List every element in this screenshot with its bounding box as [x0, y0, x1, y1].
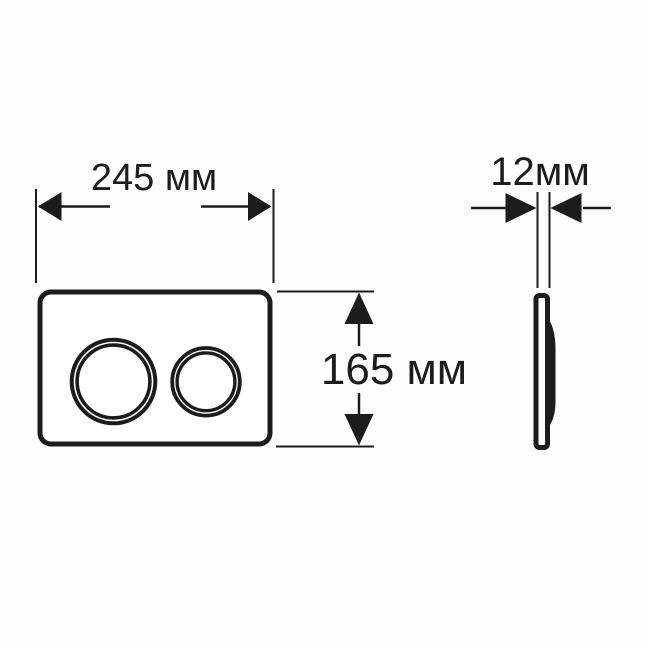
- arrow-up-icon: [344, 292, 374, 324]
- height-dimension-label: 165 мм: [321, 345, 467, 394]
- width-dimension-label: 245 мм: [91, 157, 217, 199]
- small-flush-button: [170, 346, 242, 418]
- side-profile-button-bump: [545, 315, 556, 431]
- small-button-inner-ring: [175, 351, 237, 413]
- arrow-right-icon: [248, 192, 272, 221]
- flush-plate-front-view: [37, 289, 273, 447]
- large-button-outer-ring: [69, 337, 158, 426]
- flush-plate-side-view: [533, 293, 556, 450]
- arrow-inward-left-icon: [550, 193, 582, 223]
- large-button-inner-ring: [75, 343, 152, 420]
- height-dimension: 165 мм: [276, 290, 467, 448]
- arrow-left-icon: [38, 192, 62, 221]
- large-flush-button: [69, 337, 158, 426]
- small-button-outer-ring: [170, 346, 242, 418]
- width-dimension: 245 мм: [35, 157, 275, 283]
- depth-dimension: 12мм: [471, 150, 611, 288]
- arrow-down-icon: [344, 414, 374, 446]
- arrow-inward-right-icon: [505, 193, 537, 223]
- depth-dimension-label: 12мм: [490, 150, 590, 194]
